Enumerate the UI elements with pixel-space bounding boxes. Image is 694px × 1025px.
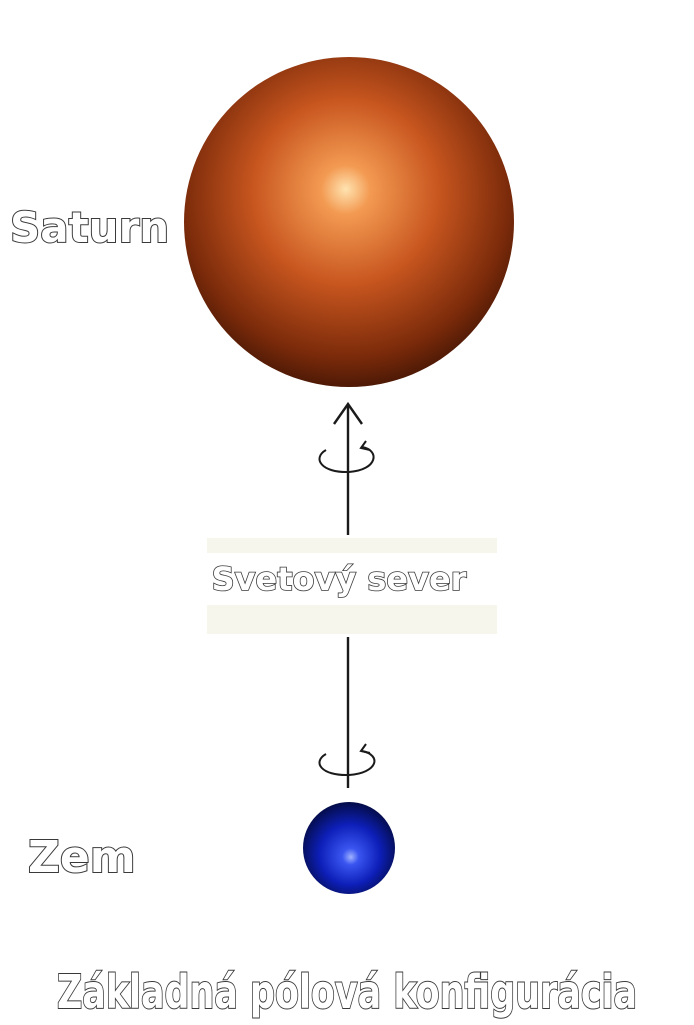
- rotation-ellipse: [318, 446, 375, 474]
- rotation-ellipse: [318, 750, 376, 777]
- upper-axis: [318, 401, 375, 535]
- lower-axis: [318, 637, 376, 788]
- world-north-label: Svetový sever: [212, 560, 467, 598]
- saturn-sphere: [184, 57, 514, 387]
- rotation-arrowhead: [359, 440, 371, 451]
- earth-sphere: [303, 802, 395, 894]
- earth-label: Zem: [28, 832, 136, 883]
- counterclockwise-rotation-icon: [318, 743, 376, 777]
- up-arrow-icon: [333, 401, 363, 425]
- world-north-band-gap: [207, 553, 497, 605]
- earth: [303, 802, 395, 894]
- saturn-label: Saturn: [10, 203, 169, 252]
- saturn: [184, 57, 514, 387]
- counterclockwise-rotation-icon: [318, 440, 375, 474]
- rotation-arrowhead: [359, 743, 371, 754]
- diagram-caption: Základná pólová konfigurácia: [57, 965, 637, 1019]
